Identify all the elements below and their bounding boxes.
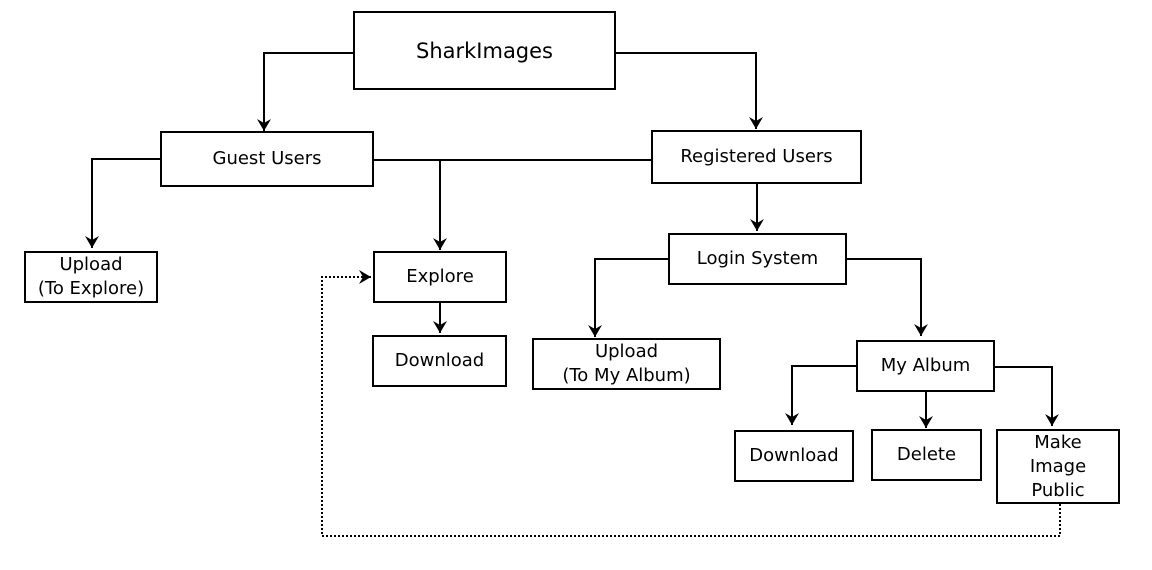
node-my-album: My Album [856, 340, 995, 392]
node-explore: Explore [373, 251, 507, 303]
node-make-image-public-label: Make Image Public [1029, 431, 1087, 501]
node-download-album-label: Download [749, 445, 839, 466]
node-registered-users: Registered Users [651, 130, 862, 184]
node-login-system-label: Login System [696, 248, 819, 269]
node-delete-label: Delete [896, 444, 957, 465]
edge-root-to-registered [616, 52, 763, 129]
edge-root-to-guest [257, 52, 353, 131]
edge-make-public-to-explore [321, 270, 1061, 537]
edge-guest-to-explore [374, 159, 447, 250]
node-upload-to-my-album: Upload (To My Album) [532, 338, 721, 390]
edge-my-album-to-download-album [785, 365, 856, 425]
edge-login-to-upload-album [588, 258, 668, 337]
node-sharkimages-label: SharkImages [415, 38, 553, 63]
node-download-explore: Download [372, 335, 507, 387]
node-upload-to-my-album-label: Upload (To My Album) [562, 341, 691, 386]
node-guest-users-label: Guest Users [212, 148, 322, 169]
edge-guest-to-upload-explore [85, 158, 160, 248]
node-make-image-public: Make Image Public [996, 429, 1120, 504]
edge-login-to-my-album [847, 258, 928, 336]
node-download-explore-label: Download [394, 350, 485, 371]
node-upload-to-explore: Upload (To Explore) [24, 251, 158, 303]
node-my-album-label: My Album [880, 355, 971, 376]
node-registered-users-label: Registered Users [680, 146, 833, 167]
node-login-system: Login System [668, 233, 847, 285]
node-download-album: Download [734, 430, 854, 482]
node-upload-to-explore-label: Upload (To Explore) [37, 254, 145, 299]
edge-my-album-to-make-public [995, 366, 1059, 426]
node-sharkimages: SharkImages [353, 11, 616, 90]
node-guest-users: Guest Users [160, 131, 374, 187]
node-explore-label: Explore [406, 266, 474, 287]
node-delete: Delete [871, 429, 982, 481]
